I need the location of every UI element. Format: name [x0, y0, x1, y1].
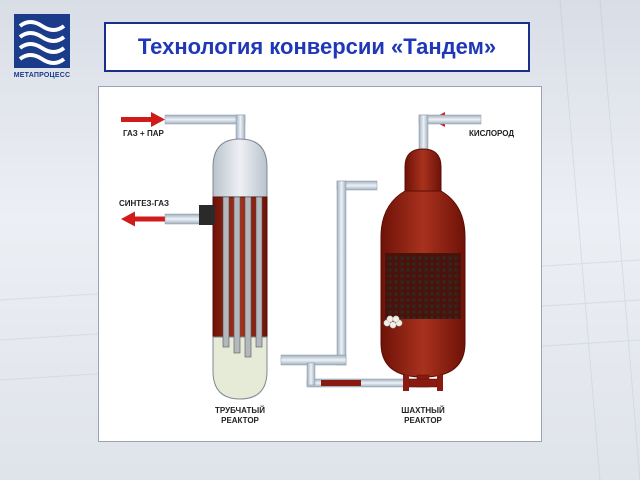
reactor-tube	[244, 196, 252, 358]
pipes	[164, 114, 482, 388]
hot-gas-pipe-vertical	[336, 180, 347, 366]
tubular-reactor-label-line2: РЕАКТОР	[221, 416, 259, 425]
shaft-reactor: ШАХТНЫЙ РЕАКТОР	[380, 148, 466, 425]
syngas-outlet: СИНТЕЗ-ГАЗ	[119, 199, 169, 227]
process-diagram: ГАЗ + ПАР СИНТЕЗ-ГАЗ КИСЛОРОД	[119, 112, 514, 425]
diagram-panel: ГАЗ + ПАР СИНТЕЗ-ГАЗ КИСЛОРОД	[98, 86, 542, 442]
oxygen-label: КИСЛОРОД	[469, 129, 514, 138]
shaft-reactor-neck	[404, 148, 442, 192]
catalyst-bed	[385, 253, 461, 319]
syngas-arrow-shaft	[135, 216, 165, 222]
gas-steam-arrow-icon	[151, 112, 165, 127]
inert-ball	[389, 321, 397, 329]
gas-steam-pipe	[164, 114, 246, 125]
logo-caption: МЕТАПРОЦЕСС	[13, 72, 71, 79]
title-box: Технология конверсии «Тандем»	[104, 22, 530, 72]
reactor-tube	[255, 196, 263, 348]
reactor-tubes	[222, 196, 263, 358]
oxygen-pipe	[418, 114, 482, 125]
logo-waves-icon	[14, 14, 70, 68]
tubular-reactor-top-dome	[212, 138, 268, 198]
bottom-pipe-hot-segment	[321, 380, 361, 386]
shaft-reactor-label-line1: ШАХТНЫЙ	[401, 406, 445, 415]
bottom-pipe-riser	[306, 362, 316, 386]
flange-right	[437, 375, 443, 391]
inert-balls	[383, 315, 403, 329]
inert-ball	[392, 315, 400, 323]
syngas-label: СИНТЕЗ-ГАЗ	[119, 199, 169, 208]
inert-ball	[386, 315, 394, 323]
gas-steam-pipe-drop	[235, 114, 246, 142]
shaft-reactor-outlet-flange	[408, 378, 438, 388]
tubular-reactor: ТРУБЧАТЫЙ РЕАКТОР	[199, 138, 268, 425]
gas-steam-label: ГАЗ + ПАР	[123, 129, 164, 138]
gas-steam-arrow-shaft	[121, 117, 151, 122]
tubular-reactor-header	[199, 205, 215, 225]
tubular-reactor-bottom-zone	[212, 336, 268, 400]
flange-left	[403, 375, 409, 391]
reactor-tube	[233, 196, 241, 354]
tubular-reactor-label-line1: ТРУБЧАТЫЙ	[215, 406, 265, 415]
shaft-reactor-label-line2: РЕАКТОР	[404, 416, 442, 425]
page-title: Технология конверсии «Тандем»	[137, 34, 497, 59]
company-logo: МЕТАПРОЦЕСС	[12, 12, 72, 92]
syngas-arrow-icon	[121, 211, 135, 227]
gas-steam-inlet: ГАЗ + ПАР	[121, 112, 165, 138]
reactor-tube	[222, 196, 230, 348]
